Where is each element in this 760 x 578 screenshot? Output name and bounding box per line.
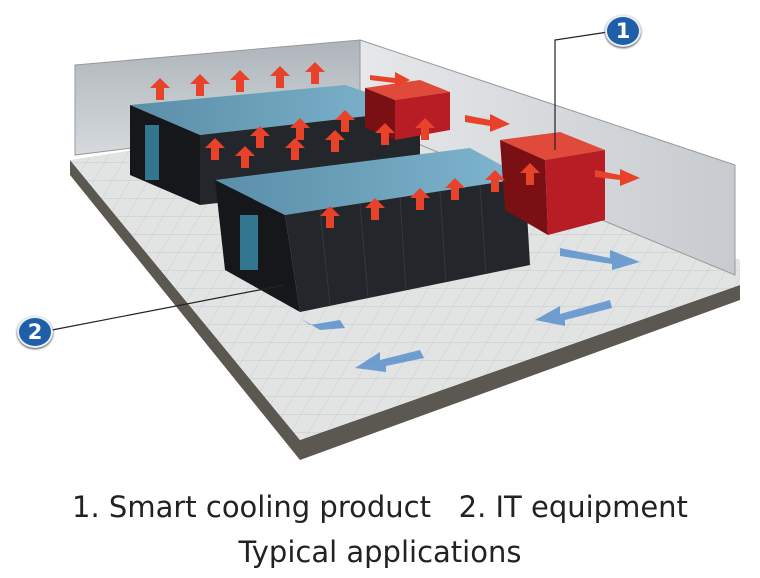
callout-1-badge: 1 <box>605 15 641 47</box>
callout-2-leader <box>51 284 286 331</box>
callout-2-number: 2 <box>27 320 43 344</box>
data-center-illustration <box>51 31 740 460</box>
smart-cooling-unit-front <box>500 132 605 235</box>
caption-title: Typical applications <box>238 535 522 569</box>
it-rack-row-front <box>215 148 530 312</box>
hot-air-arrows <box>150 62 640 228</box>
callout-2-badge: 2 <box>17 316 53 348</box>
callout-1-number: 1 <box>615 19 631 43</box>
cold-air-arrows <box>300 248 640 372</box>
callout-1-leader <box>554 31 609 150</box>
caption-legend: 1. Smart cooling product 2. IT equipment <box>72 490 688 524</box>
